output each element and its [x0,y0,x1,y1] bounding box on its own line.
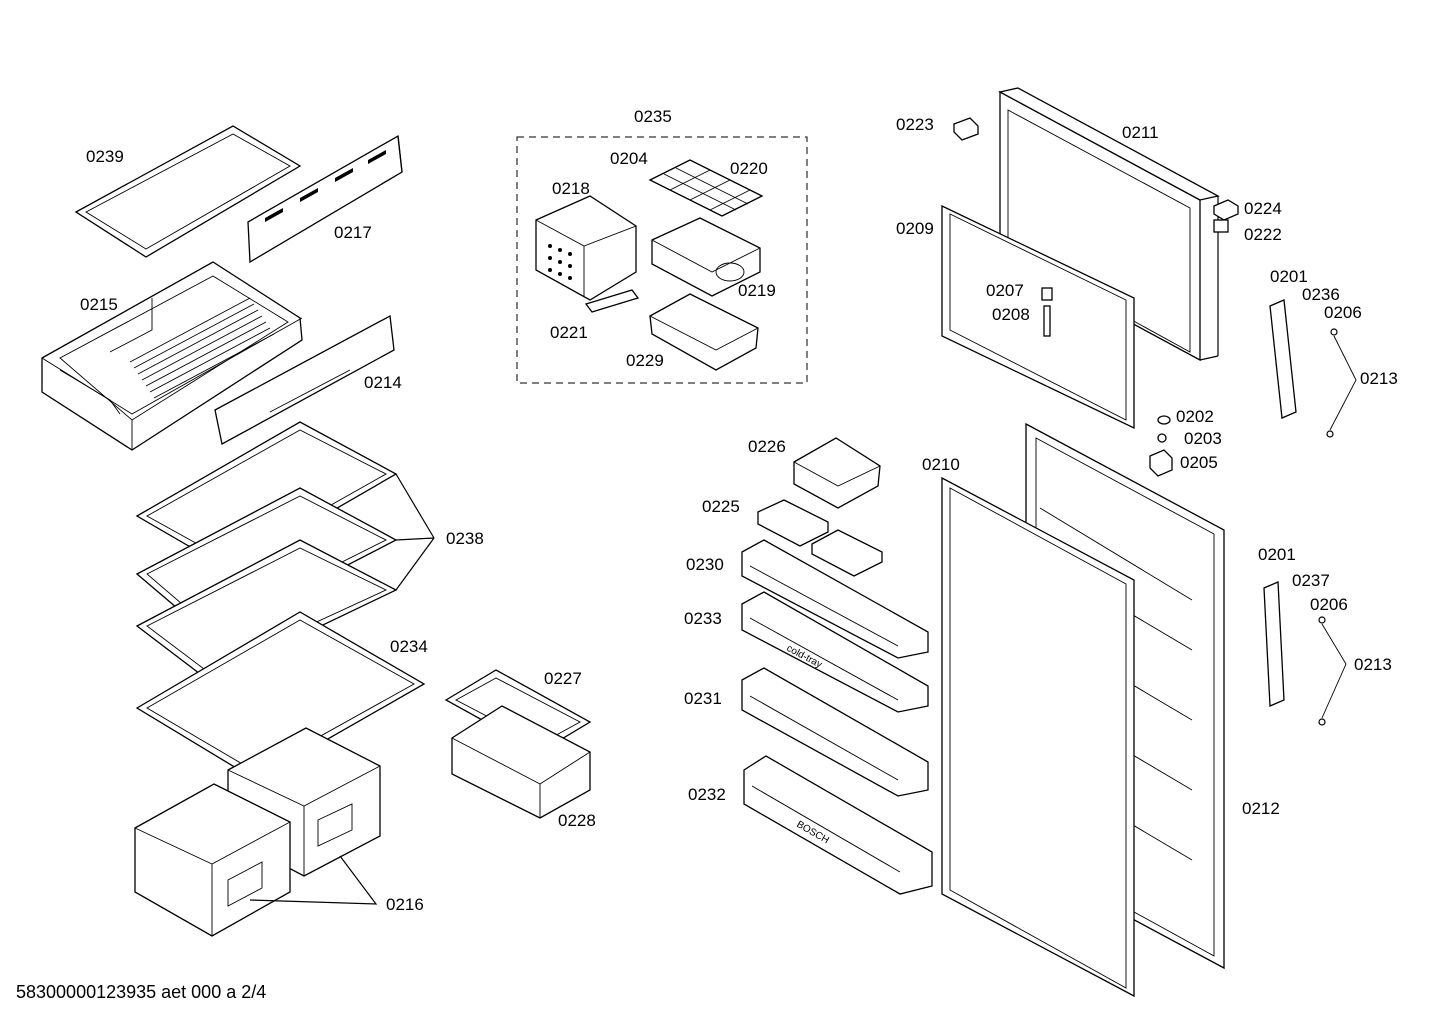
label-0232: 0232 [688,785,726,804]
footer-document-id: 58300000123935 aet 000 a 2/4 [16,982,266,1002]
label-0215: 0215 [80,295,118,314]
leader-0216 [249,855,378,905]
part-0207-0208-pin [1041,287,1053,337]
label-0227: 0227 [544,669,582,688]
label-0201-b: 0201 [1258,545,1296,564]
part-0228-container [451,705,591,819]
part-0225-egg-trays [757,499,883,577]
label-0237: 0237 [1292,571,1330,590]
label-0213-b: 0213 [1354,655,1392,674]
label-0224: 0224 [1244,199,1282,218]
label-0217: 0217 [334,223,372,242]
part-0236-hinge [1269,299,1357,438]
label-0213-a: 0213 [1360,369,1398,388]
part-0214-rail [214,314,395,445]
label-0206-a: 0206 [1324,303,1362,322]
label-0239: 0239 [86,147,124,166]
label-0235: 0235 [634,107,672,126]
label-0221: 0221 [550,323,588,342]
label-0203: 0203 [1184,429,1222,448]
part-0239-shelf [74,125,302,258]
part-0210-gasket [941,476,1135,998]
part-0231-door-bin [741,667,929,797]
part-0219-tray [651,217,761,297]
label-0214: 0214 [364,373,402,392]
label-0228: 0228 [558,811,596,830]
label-0223: 0223 [896,115,934,134]
label-0236: 0236 [1302,285,1340,304]
part-0216-box-2 [134,783,291,937]
part-0234-shelf [135,611,426,781]
part-0232-door-bin: BOSCH [743,755,933,895]
label-0219: 0219 [738,281,776,300]
part-0202-0205-small [1149,415,1173,477]
part-0229-bowl [649,293,759,371]
label-0204: 0204 [610,149,648,168]
leader-0238 [395,473,435,539]
label-0201-a: 0201 [1270,267,1308,286]
group-0235-box [516,136,808,384]
label-0202: 0202 [1176,407,1214,426]
label-0209: 0209 [896,219,934,238]
label-0226: 0226 [748,437,786,456]
part-0224-0222-clips [1213,199,1239,233]
part-0237-hinge [1263,581,1347,726]
label-0238: 0238 [446,529,484,548]
part-0223-cap [953,117,979,141]
label-0220: 0220 [730,159,768,178]
label-0230: 0230 [686,555,724,574]
label-0205: 0205 [1180,453,1218,472]
label-0210: 0210 [922,455,960,474]
label-0225: 0225 [702,497,740,516]
part-0230-door-bin [741,539,929,659]
label-0206-b: 0206 [1310,595,1348,614]
part-0220-grid [648,159,764,217]
label-0207: 0207 [986,281,1024,300]
part-0215-tray [41,261,303,451]
part-0217-panel [247,134,403,264]
label-0218: 0218 [552,179,590,198]
label-0233: 0233 [684,609,722,628]
part-0211-freezer-door [998,87,1220,362]
label-0222: 0222 [1244,225,1282,244]
label-0211: 0211 [1122,123,1159,142]
part-0218-housing [535,195,637,301]
label-0216: 0216 [386,895,424,914]
label-0208: 0208 [992,305,1030,324]
label-0212: 0212 [1242,799,1280,818]
label-0229: 0229 [626,351,664,370]
part-0209-gasket [941,204,1135,430]
label-0231: 0231 [684,689,722,708]
part-0221-strip [584,289,640,313]
label-0234: 0234 [390,637,428,656]
part-0226-butter-box [793,437,881,509]
